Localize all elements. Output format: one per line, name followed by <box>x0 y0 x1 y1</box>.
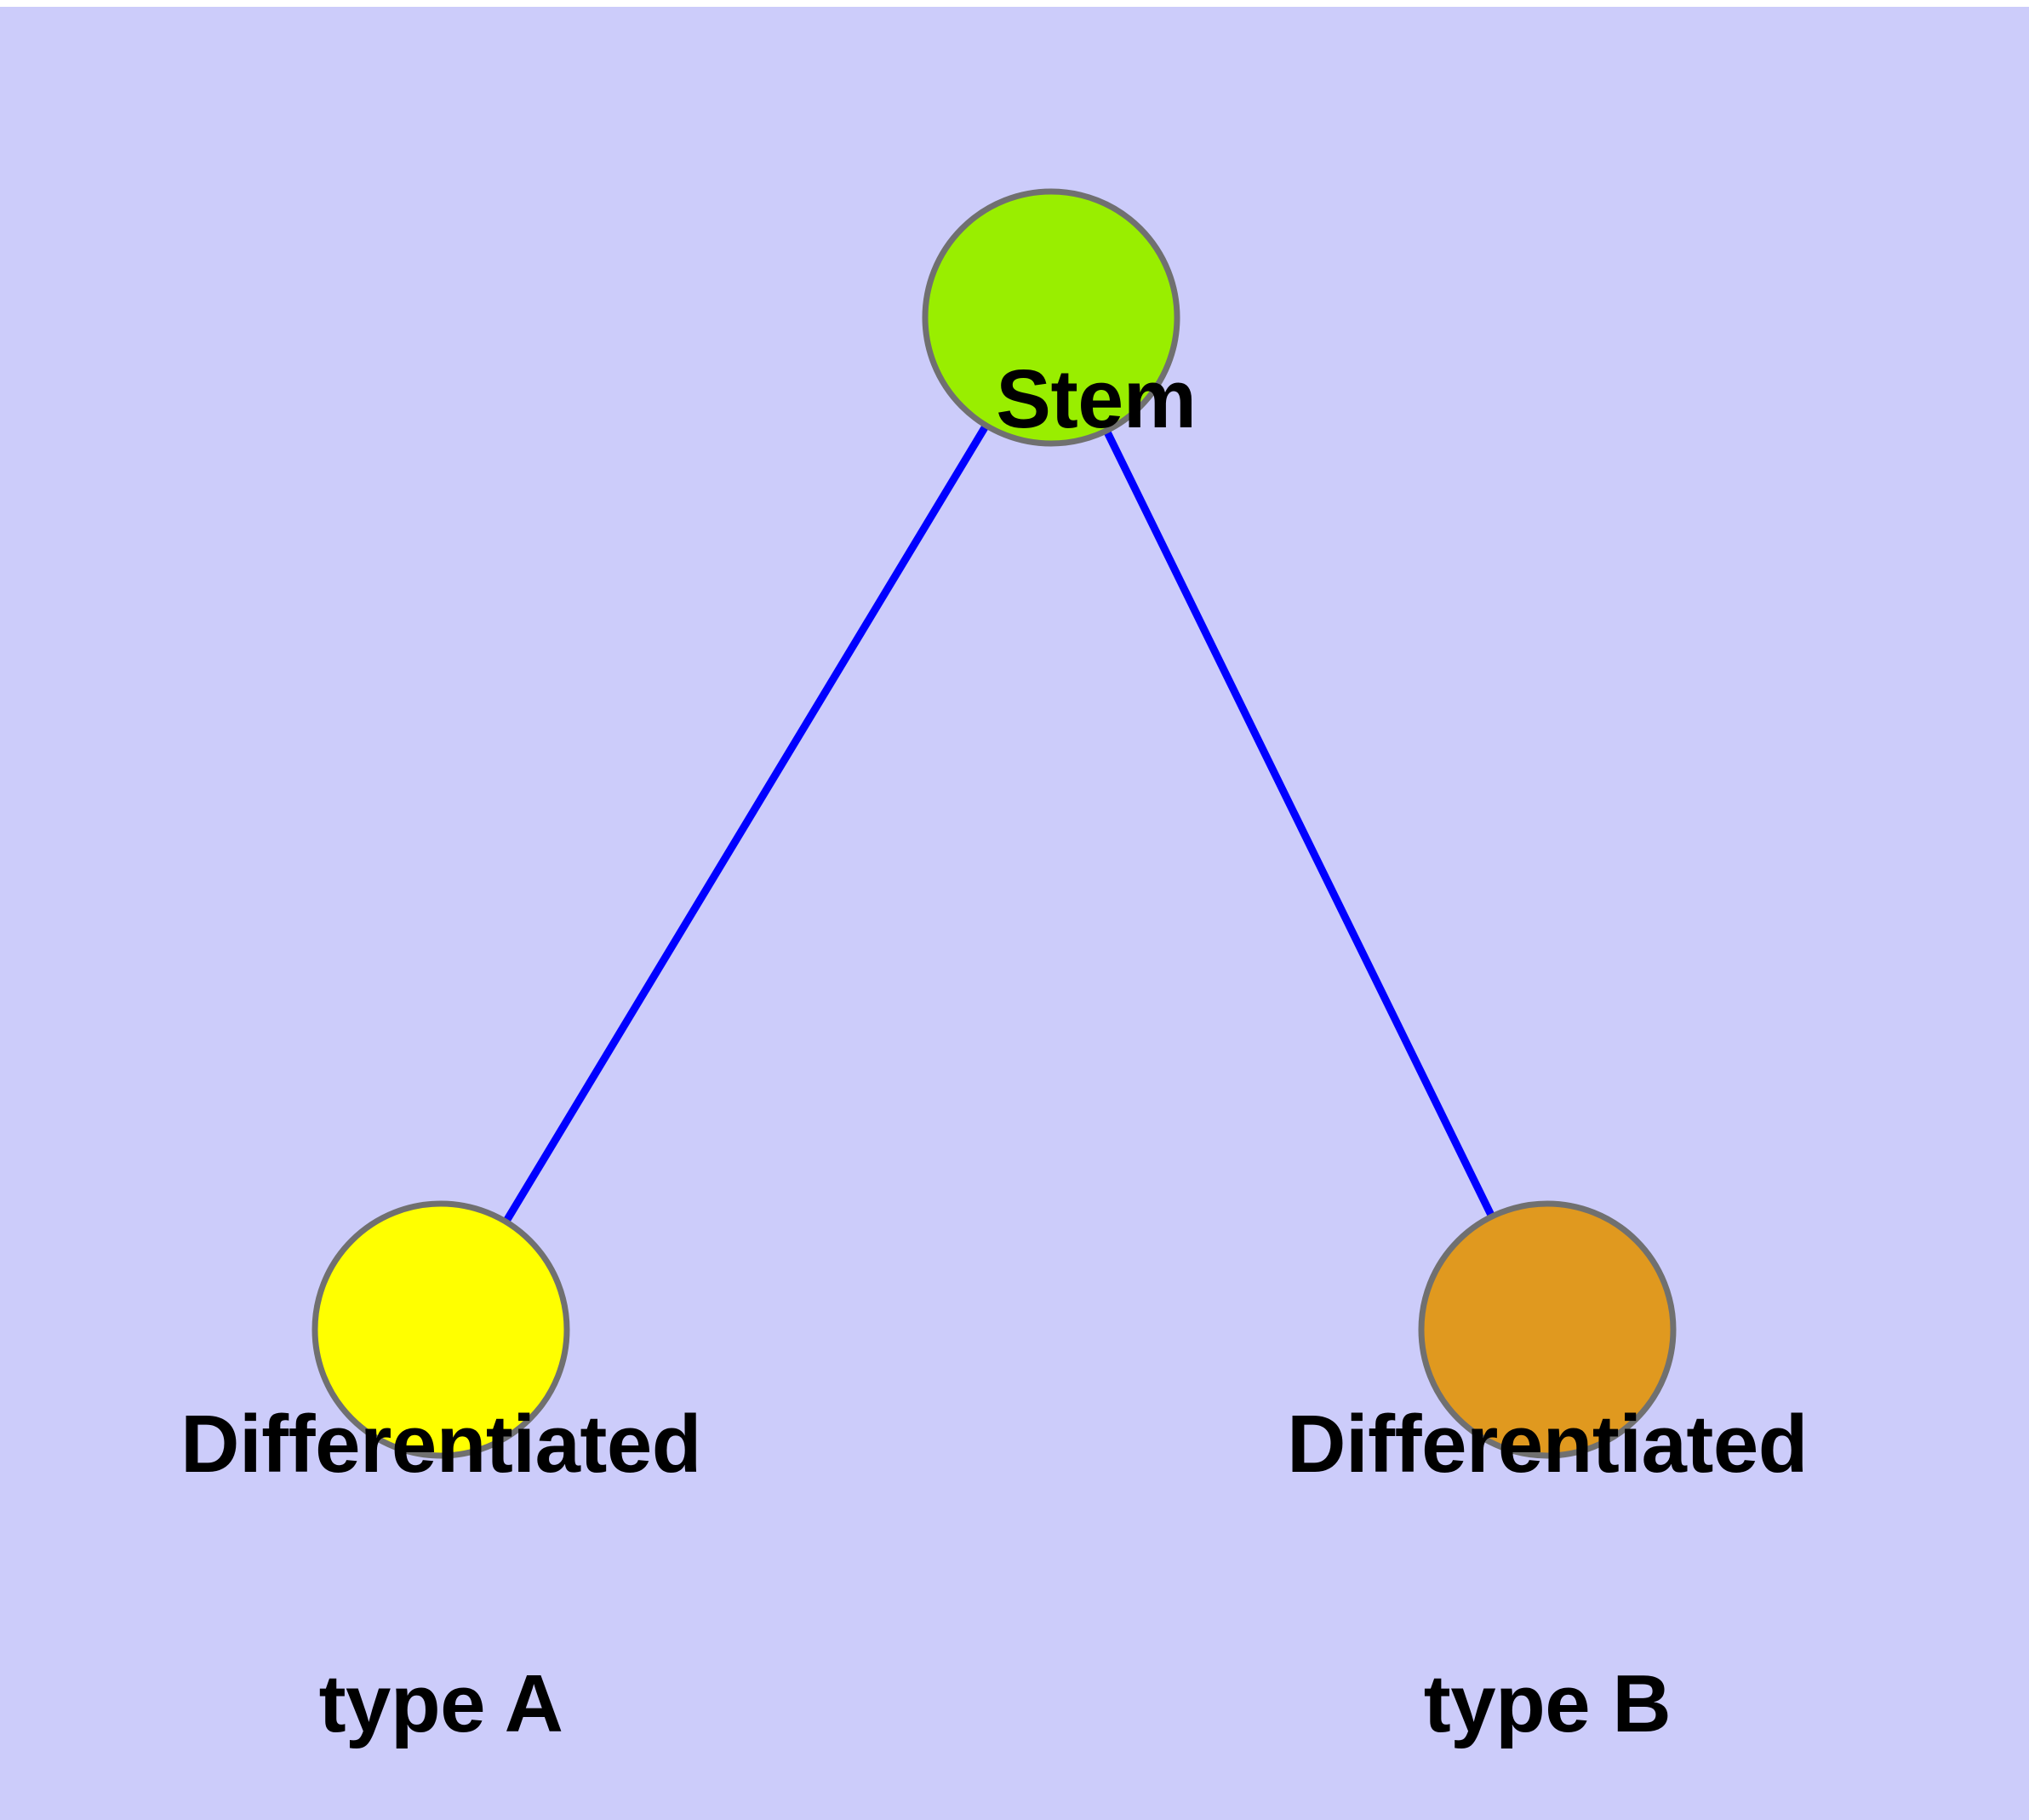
node-layer <box>311 188 1677 1459</box>
node-differentiated-type-a[interactable] <box>311 1200 570 1459</box>
edge-stem-to-diff-a <box>437 315 1055 1332</box>
node-stem[interactable] <box>922 188 1180 447</box>
node-differentiated-type-b[interactable] <box>1418 1200 1677 1459</box>
edge-layer <box>437 315 1552 1332</box>
edge-stem-to-diff-b <box>1047 316 1552 1331</box>
